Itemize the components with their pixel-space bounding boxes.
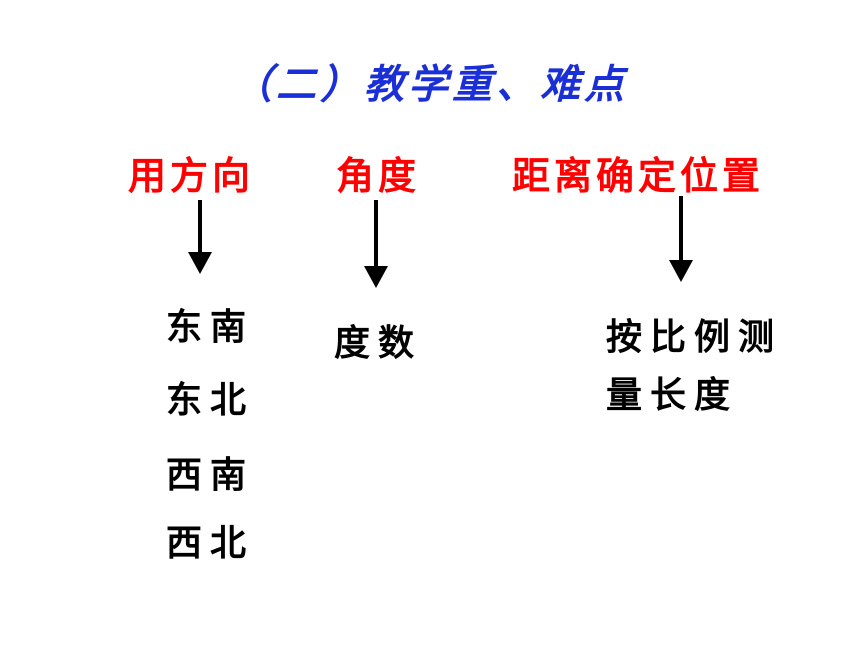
slide-title: （二）教学重、难点 <box>232 61 628 108</box>
distance-item: 按比例测 <box>606 316 783 358</box>
direction-item: 西南 <box>166 454 255 496</box>
distance-item: 量长度 <box>606 374 739 416</box>
heading-direction: 用方向 <box>128 153 255 198</box>
arrow-down-icon <box>364 200 388 288</box>
arrow-down-icon <box>188 200 212 274</box>
arrow-down-icon <box>669 196 693 282</box>
angle-item: 度数 <box>334 322 423 364</box>
heading-distance: 距离确定位置 <box>512 153 765 198</box>
direction-item: 东北 <box>166 379 255 421</box>
direction-item: 西北 <box>166 522 255 564</box>
heading-angle: 角度 <box>336 153 421 198</box>
direction-item: 东南 <box>166 306 255 348</box>
